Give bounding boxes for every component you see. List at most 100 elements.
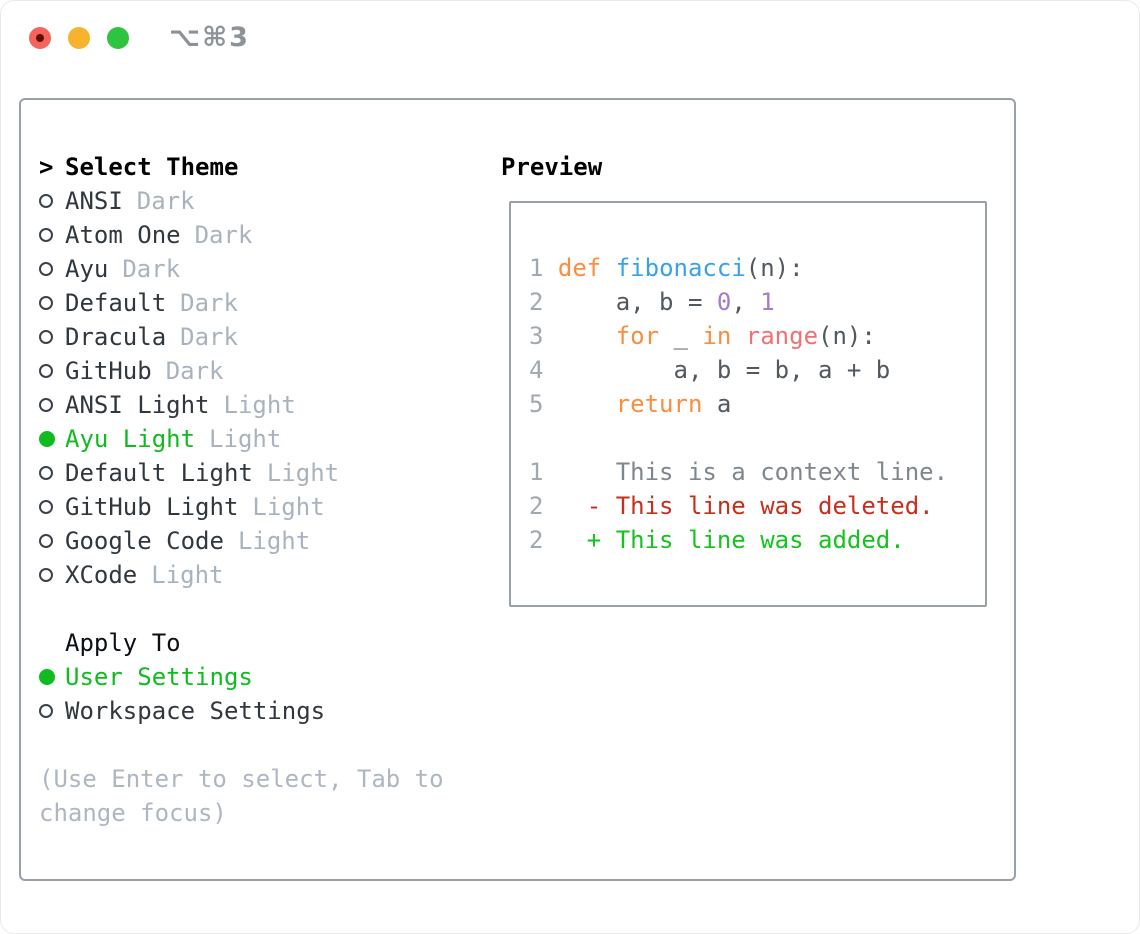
theme-option[interactable]: ANSI Light Light: [39, 388, 501, 422]
option-variant-label: Dark: [165, 357, 224, 385]
code-segment: - This line was deleted.: [557, 492, 934, 520]
option-label: Default: [65, 289, 167, 317]
select-theme-heading: Select Theme: [65, 153, 239, 181]
code-segment: _: [659, 322, 703, 350]
radio-selected-icon: [39, 431, 65, 447]
traffic-lights: [29, 27, 129, 49]
option-variant-label: Dark: [122, 255, 181, 283]
line-number: 3: [529, 322, 544, 350]
option-variant-label: Dark: [194, 221, 253, 249]
line-number: 2: [529, 526, 544, 554]
radio-icon: [39, 330, 65, 344]
option-variant-label: Light: [252, 493, 325, 521]
radio-icon: [39, 364, 65, 378]
option-label: User Settings: [65, 663, 253, 691]
minimize-button-icon[interactable]: [68, 27, 90, 49]
option-label: Ayu Light: [65, 425, 196, 453]
code-segment: in: [702, 322, 732, 350]
option-variant-label: Dark: [180, 323, 238, 351]
code-segment: a, b = b, a + b: [557, 356, 891, 384]
theme-option[interactable]: Dracula Dark: [39, 320, 501, 354]
line-number: 1: [529, 254, 544, 282]
code-segment: def: [557, 254, 602, 282]
option-label: Ayu: [65, 255, 109, 283]
code-line: 2 + This line was added.: [529, 523, 985, 557]
code-segment: This is a context line.: [557, 458, 949, 486]
line-number: 1: [529, 458, 544, 486]
radio-icon: [39, 568, 65, 582]
theme-option[interactable]: Default Light Light: [39, 456, 501, 490]
preview-heading: Preview: [501, 153, 603, 181]
code-segment: [601, 254, 615, 282]
code-segment: a: [702, 390, 732, 418]
close-button-icon[interactable]: [29, 27, 51, 49]
theme-option[interactable]: Ayu Light Light: [39, 422, 501, 456]
apply-to-heading: Apply To: [65, 629, 181, 657]
radio-icon: [39, 262, 65, 276]
radio-icon: [39, 194, 65, 208]
code-segment: return: [615, 390, 703, 418]
window-title: ⌥⌘3: [169, 22, 250, 53]
code-segment: [731, 322, 745, 350]
preview-column: Preview 1 def fibonacci(n):2 a, b = 0, 1…: [501, 150, 1014, 879]
option-label: GitHub: [65, 357, 152, 385]
option-label: ANSI Light: [65, 391, 210, 419]
code-line: 4 a, b = b, a + b: [529, 353, 985, 387]
title-bar: ⌥⌘3: [1, 1, 1139, 98]
code-segment: + This line was added.: [557, 526, 905, 554]
radio-selected-icon: [39, 669, 65, 685]
theme-option[interactable]: GitHub Dark: [39, 354, 501, 388]
apply-to-option[interactable]: Workspace Settings: [39, 694, 501, 728]
preview-heading-row: Preview: [501, 150, 1014, 184]
select-theme-heading-row: > Select Theme: [39, 150, 501, 184]
code-segment: 0: [716, 288, 732, 316]
option-label: Default Light: [65, 459, 253, 487]
line-number: 4: [529, 356, 544, 384]
option-label: Atom One: [65, 221, 181, 249]
theme-option[interactable]: Atom One Dark: [39, 218, 501, 252]
radio-icon: [39, 296, 65, 310]
code-line: 5 return a: [529, 387, 985, 421]
radio-icon: [39, 228, 65, 242]
zoom-button-icon[interactable]: [107, 27, 129, 49]
code-line: 1 def fibonacci(n):: [529, 251, 985, 285]
apply-to-option[interactable]: User Settings: [39, 660, 501, 694]
option-label: Google Code: [65, 527, 224, 555]
code-segment: 1: [760, 288, 775, 316]
option-label: Dracula: [65, 323, 167, 351]
radio-icon: [39, 704, 65, 718]
code-line: 3 for _ in range(n):: [529, 319, 985, 353]
line-number: 5: [529, 390, 544, 418]
code-segment: (n):: [818, 322, 876, 350]
code-line: [529, 421, 985, 455]
code-segment: ,: [731, 288, 761, 316]
code-line: 2 a, b = 0, 1: [529, 285, 985, 319]
code-segment: for: [615, 322, 660, 350]
option-variant-label: Light: [266, 459, 340, 487]
code-segment: (n):: [745, 254, 804, 282]
radio-icon: [39, 466, 65, 480]
code-segment: [558, 390, 616, 418]
hint-text: (Use Enter to select, Tab to change focu…: [39, 765, 444, 827]
code-segment: fibonacci: [615, 254, 746, 282]
option-variant-label: Light: [223, 391, 296, 419]
focus-caret-icon: >: [39, 153, 54, 181]
theme-option[interactable]: GitHub Light Light: [39, 490, 501, 524]
radio-icon: [39, 398, 65, 412]
line-number: 2: [529, 288, 544, 316]
option-label: GitHub Light: [65, 493, 239, 521]
code-segment: a, b =: [557, 288, 717, 316]
theme-option[interactable]: Ayu Dark: [39, 252, 501, 286]
line-number: 2: [529, 492, 544, 520]
option-variant-label: Light: [209, 425, 282, 453]
